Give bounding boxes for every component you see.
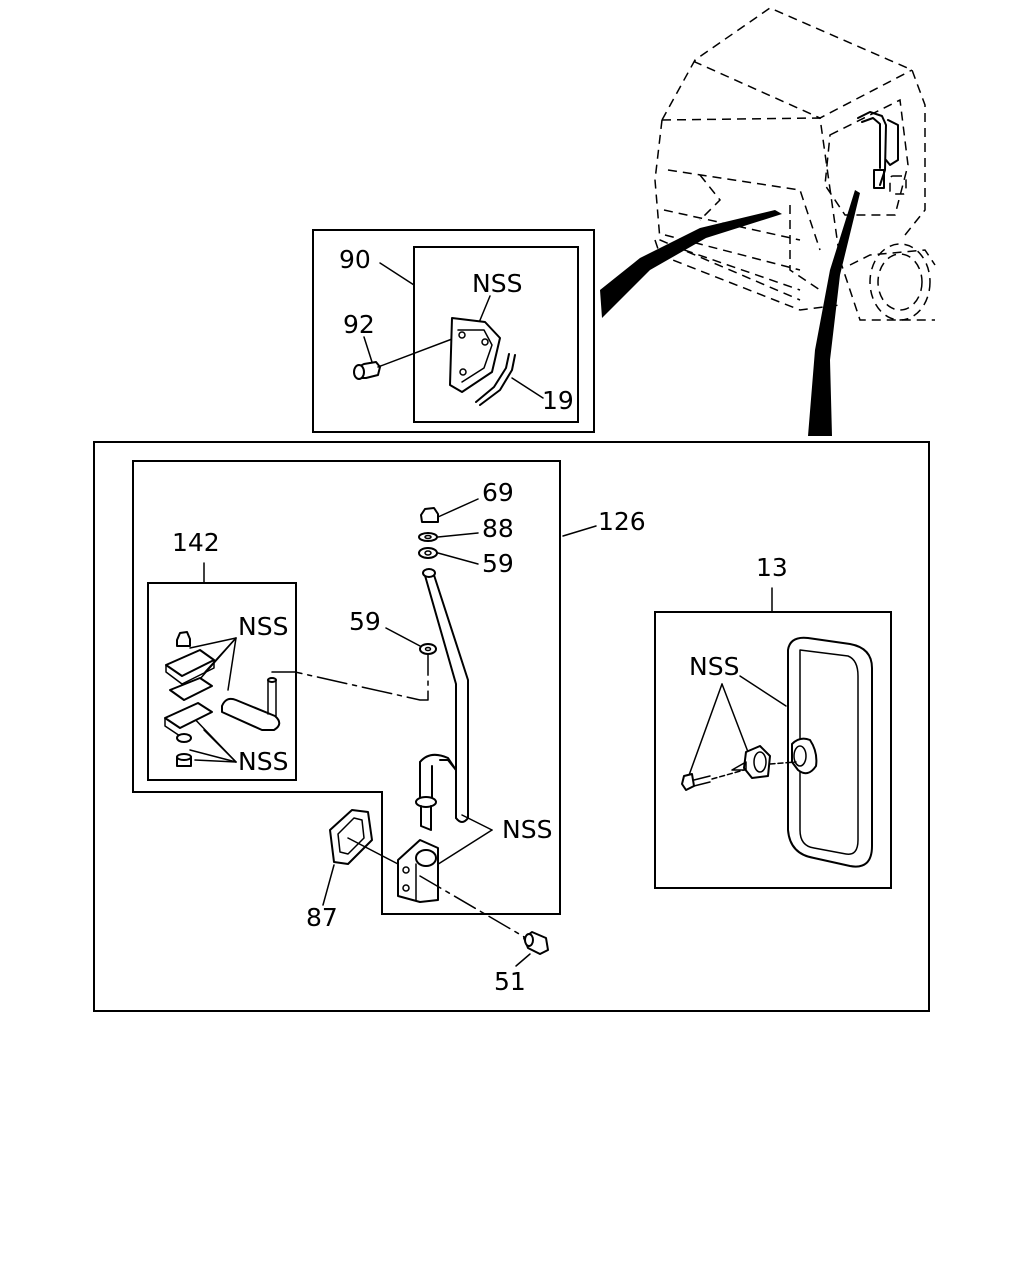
callout-142: 142	[172, 528, 220, 557]
kit-pivot-arm	[221, 677, 281, 731]
base-clamp	[397, 839, 439, 903]
gasket-87: 87	[306, 809, 373, 932]
washer-59-mid	[419, 643, 437, 655]
mirror-socket	[791, 737, 818, 775]
callout-59-top: 59	[482, 549, 514, 578]
cap-nut-69	[420, 507, 439, 523]
mirror-nss-label: NSS	[689, 652, 739, 681]
kit-142-group: 142 NSS NSS	[147, 528, 297, 781]
screw-51: 51	[419, 875, 549, 996]
washer-88	[418, 532, 438, 542]
mirror-frame	[654, 611, 892, 889]
top-hardware-stack: 69 88 59	[418, 478, 514, 578]
mirror-screw	[681, 773, 695, 791]
kit-plate-low	[164, 702, 213, 729]
truck-cab-illustration	[654, 7, 936, 321]
callout-126: 126	[598, 507, 646, 536]
callout-87: 87	[306, 903, 338, 932]
kit-nss-top-label: NSS	[238, 612, 288, 641]
mirror-head-group: 13 NSS	[654, 553, 892, 889]
kit-plate-mid	[169, 677, 213, 701]
leader-wedges	[600, 190, 860, 436]
kit-washer	[176, 733, 192, 743]
kit-to-rod-connection	[271, 654, 429, 701]
callout-13: 13	[756, 553, 788, 582]
callout-69: 69	[482, 478, 514, 507]
callout-88: 88	[482, 514, 514, 543]
arm-nss-label: NSS	[502, 815, 552, 844]
main-assembly-frame	[93, 441, 930, 1012]
callout-59-mid: 59	[349, 607, 381, 636]
seal-strip-19	[479, 354, 516, 406]
callout-51: 51	[494, 967, 526, 996]
bracket-detail-group: 90 92 NSS 19	[312, 229, 595, 433]
bracket-nss-label: NSS	[472, 269, 522, 298]
bracket-inner-frame	[413, 246, 579, 423]
kit-142-frame	[147, 582, 297, 781]
callout-90: 90	[339, 245, 371, 274]
washer-59-top	[418, 547, 438, 559]
bolt-92	[353, 335, 461, 380]
callout-19: 19	[542, 386, 574, 415]
arm-assembly-frame	[132, 460, 561, 915]
mirror-arm-rod	[415, 568, 469, 831]
mirror-body	[787, 636, 873, 868]
kit-nss-bottom-label: NSS	[238, 747, 288, 776]
callout-92: 92	[343, 310, 375, 339]
kit-cap-nut	[176, 631, 191, 647]
bracket-outer-frame	[312, 229, 595, 433]
bracket-plate	[449, 317, 501, 393]
